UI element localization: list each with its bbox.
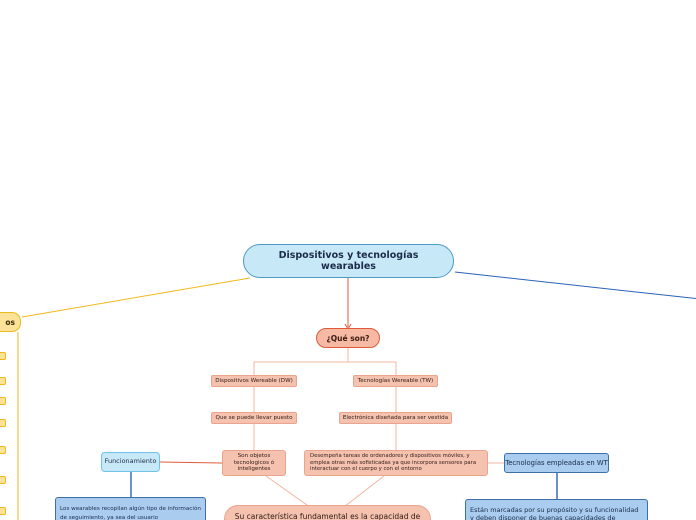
connector-desempena-to-caract [339,475,385,511]
topic-tecnologias-wereable[interactable]: Tecnologías Wereable (TW) [353,375,438,387]
connector-que-son-split [253,348,397,375]
topic-funcionamiento-label: Funcionamiento [104,457,157,466]
central-topic[interactable]: Dispositivos y tecnologías wearables [243,244,454,278]
central-topic-label: Dispositivos y tecnologías wearables [278,249,419,272]
topic-dispositivos-wereable[interactable]: Dispositivos Wereable (DW) [211,375,297,387]
subtopic-stub[interactable] [0,419,6,427]
topic-caracteristica-fundamental-label: Su característica fundamental es la capa… [234,512,421,520]
topic-llevar-puesto[interactable]: Que se puede llevar puesto [211,412,297,424]
topic-wearables-recopilan[interactable]: Los wearables recopilan algún tipo de in… [55,497,206,520]
topic-que-son[interactable]: ¿Qué son? [316,328,380,348]
topic-tipos-label: os [5,317,15,327]
topic-caracteristica-fundamental[interactable]: Su característica fundamental es la capa… [224,505,431,520]
topic-dispositivos-wereable-label: Dispositivos Wereable (DW) [215,377,293,384]
topic-objetos-tecnologicos[interactable]: Son objetos tecnologicos ó inteligentes [222,450,286,476]
connector-objetos-to-func [159,461,223,464]
topic-funcionamiento[interactable]: Funcionamiento [101,452,160,472]
connector-root-to-right [454,271,696,300]
connector-root-to-tipos [21,277,251,318]
topic-tecnologias-wereable-label: Tecnologías Wereable (TW) [357,377,434,384]
topic-wearables-recopilan-label: Los wearables recopilan algún tipo de in… [60,506,201,520]
topic-electronica-vestida[interactable]: Electrónica diseñada para ser vestida [339,412,452,424]
subtopic-stub[interactable] [0,377,6,385]
topic-electronica-vestida-label: Electrónica diseñada para ser vestida [342,414,449,421]
subtopic-stub[interactable] [0,352,6,360]
topic-desempena-tareas[interactable]: Desempeña tareas de ordenadores y dispos… [304,450,488,476]
connector-objetos-to-caract [265,475,315,511]
subtopic-stub[interactable] [0,397,6,405]
topic-llevar-puesto-label: Que se puede llevar puesto [215,414,293,421]
subtopic-stub[interactable] [0,476,6,484]
topic-tipos[interactable]: os [0,312,21,332]
topic-tecnologias-empleadas-label: Tecnologías empleadas en WT [505,458,608,467]
topic-desempena-tareas-label: Desempeña tareas de ordenadores y dispos… [310,453,477,473]
subtopic-stub[interactable] [0,446,6,454]
topic-estan-marcadas[interactable]: Están marcadas por su propósito y su fun… [465,499,648,520]
subtopic-stub[interactable] [0,507,6,515]
topic-tecnologias-empleadas[interactable]: Tecnologías empleadas en WT [504,453,609,473]
topic-objetos-tecnologicos-label: Son objetos tecnologicos ó inteligentes [233,452,275,473]
topic-que-son-label: ¿Qué son? [326,333,370,343]
topic-estan-marcadas-label: Están marcadas por su propósito y su fun… [470,506,639,520]
